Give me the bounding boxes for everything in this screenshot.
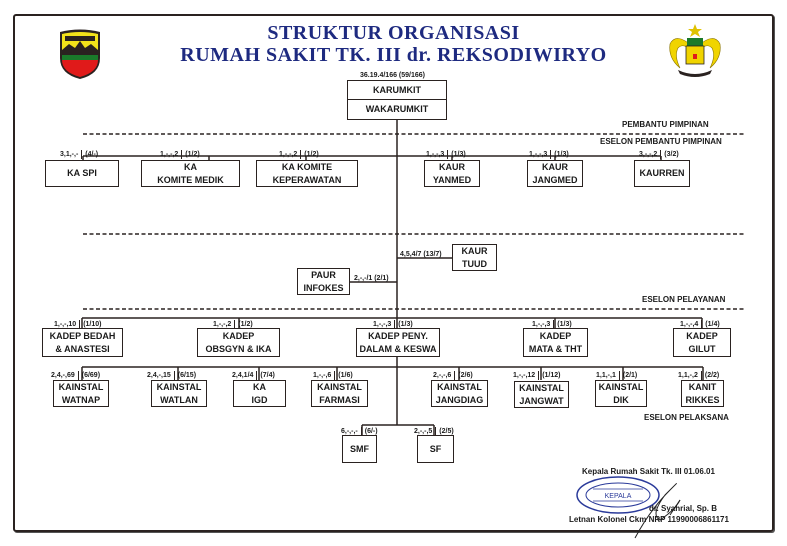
signatory-name: dr. Syahrial, Sp. B (649, 504, 718, 513)
signatory-rank: Letnan Kolonel Ckm NRP 11990006861171 (569, 515, 729, 524)
signature-title: Kepala Rumah Sakit Tk. III 01.06.01 (582, 467, 715, 476)
unit-code: 2,4,1/4(7/4) (232, 371, 275, 380)
section-label-pembantu-pimpinan: PEMBANTU PIMPINAN (622, 120, 709, 129)
kodam-shield-logo (60, 29, 100, 79)
unit-code: 3,1,-,-(4/-) (60, 150, 99, 159)
unit-kadep-dalam[interactable]: KADEP PENY.DALAM & KESWA (356, 328, 440, 357)
unit-code: 1,-,-,2(1/2) (160, 150, 200, 159)
unit-code: 1,-,-,2(1/2) (279, 150, 319, 159)
unit-sf[interactable]: SF (417, 435, 454, 463)
unit-code: 1,-,-,3(1/3) (426, 150, 466, 159)
unit-code: 1,-,-,3(1/3) (529, 150, 569, 159)
unit-code: 1,-,-,3(1/3) (532, 320, 572, 329)
unit-code: 1,-,-,6(1/6) (313, 371, 353, 380)
unit-code: 2,-,-,5(2/5) (414, 427, 454, 436)
unit-code: 2,4,-,15(6/15) (147, 371, 197, 380)
section-label-eselon-pembantu: ESELON PEMBANTU PIMPINAN (600, 137, 722, 146)
unit-code: 2,4,-,69(6/69) (51, 371, 101, 380)
svg-text:KEPALA: KEPALA (605, 493, 632, 500)
army-eagle-emblem (669, 24, 721, 77)
unit-code: 1,1,-,2(2/2) (678, 371, 720, 380)
unit-code: 1,-,-,4(1/4) (680, 320, 720, 329)
section-label-eselon-pelaksana: ESELON PELAKSANA (644, 413, 729, 422)
karumkit-label: KARUMKIT (373, 85, 421, 95)
unit-code: 6,-,-,-(6/-) (341, 427, 378, 436)
unit-code: 1,-,-,2(1/2) (213, 320, 253, 329)
karumkit-code: 36.19.4/166 (59/166) (360, 72, 425, 79)
unit-code: 1,-,-,3(1/3) (373, 320, 413, 329)
unit-smf[interactable]: SMF (342, 435, 377, 463)
unit-code: 1,-,-,10(1/10) (54, 320, 102, 329)
chart-title-line2: RUMAH SAKIT TK. III dr. REKSODIWIRYO (180, 44, 607, 66)
unit-code: 3,-,-,2(3/2) (639, 150, 679, 159)
signature-scribble (634, 483, 681, 539)
infokes-code: 2,-,-/1 (2/1) (354, 275, 389, 282)
document-frame (13, 14, 774, 532)
tuud-code: 4,5,4/7 (13/7) (400, 251, 442, 258)
official-stamp-icon: KEPALA (576, 476, 660, 514)
unit-ka-spi[interactable]: KA SPI (45, 160, 119, 187)
wakarumkit-box[interactable]: WAKARUMKIT (347, 99, 447, 120)
wakarumkit-label: WAKARUMKIT (365, 104, 429, 114)
section-label-eselon-pelayanan: ESELON PELAYANAN (642, 295, 726, 304)
karumkit-box[interactable]: KARUMKIT (347, 80, 447, 101)
unit-kaurren[interactable]: KAURREN (634, 160, 690, 187)
unit-code: 1,1,-,1(2/1) (596, 371, 638, 380)
unit-code: 2,-,-,6(2/6) (433, 371, 473, 380)
unit-code: 1,-,-,12(1/12) (513, 371, 561, 380)
chart-title-line1: STRUKTUR ORGANISASI (267, 22, 520, 44)
unit-kadep-bedah[interactable]: KADEP BEDAH& ANASTESI (42, 328, 123, 357)
